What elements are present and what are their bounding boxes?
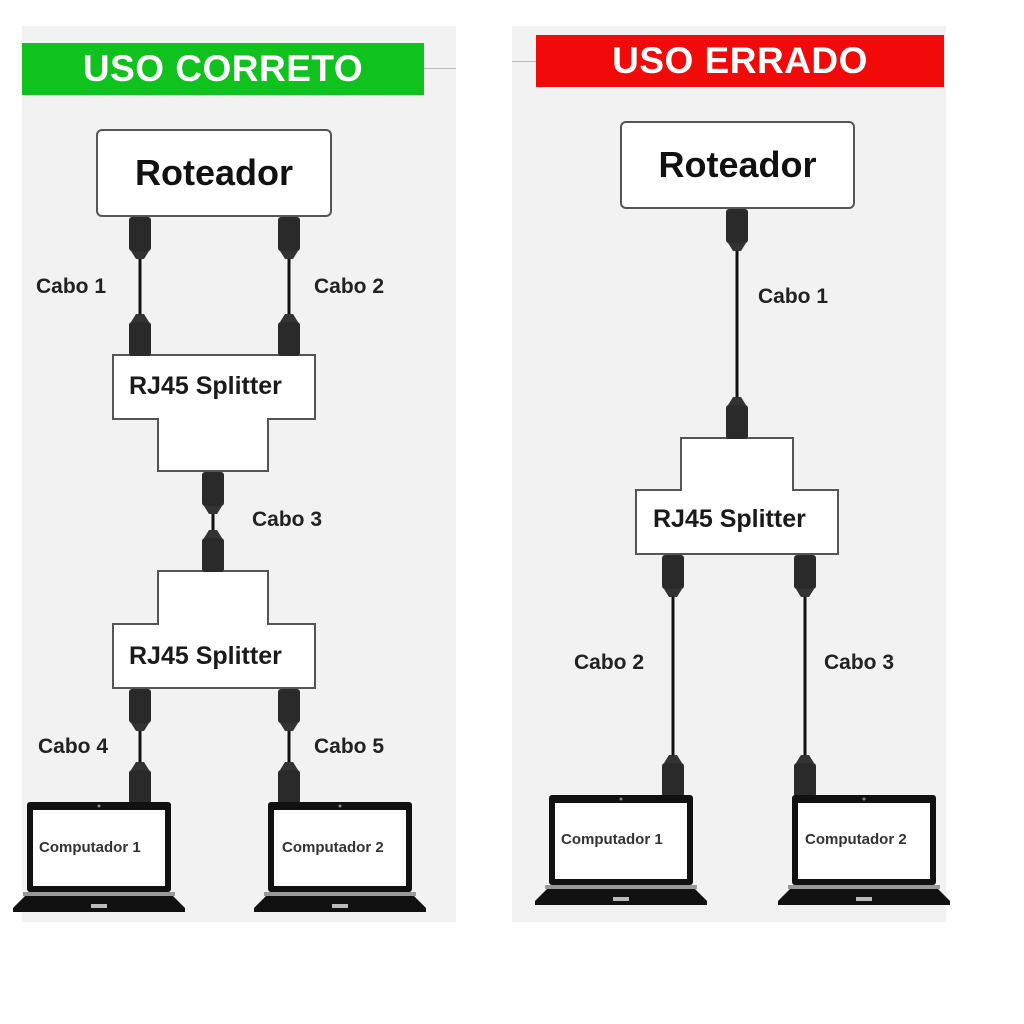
laptop-computer-1 bbox=[535, 795, 707, 905]
plug-boot bbox=[131, 762, 149, 770]
computer-label-1: Computador 1 bbox=[39, 839, 141, 856]
laptop-computer-2 bbox=[254, 802, 426, 912]
laptop-camera-icon bbox=[619, 797, 623, 801]
cable-3 bbox=[202, 472, 224, 572]
rj45-plug bbox=[278, 770, 300, 804]
rj45-plug bbox=[794, 763, 816, 797]
rj45-splitter-top-stem bbox=[157, 418, 269, 472]
laptop-screen bbox=[555, 803, 687, 879]
laptop-screen bbox=[33, 810, 165, 886]
computer-label-2: Computador 2 bbox=[805, 831, 907, 848]
plug-boot bbox=[796, 755, 814, 763]
cable-label-2: Cabo 2 bbox=[314, 275, 385, 298]
wrong-usage-banner: USO ERRADO bbox=[536, 35, 944, 87]
laptop-trackpad bbox=[613, 897, 629, 901]
laptop-screen bbox=[274, 810, 406, 886]
cable-label-4: Cabo 4 bbox=[38, 735, 109, 758]
cable-label-3: Cabo 3 bbox=[824, 651, 895, 674]
rj45-plug bbox=[726, 405, 748, 439]
divider-line bbox=[512, 61, 536, 62]
laptop-hinge bbox=[545, 885, 697, 889]
divider-line bbox=[424, 68, 456, 69]
rj45-plug bbox=[278, 217, 300, 251]
laptop-hinge bbox=[23, 892, 175, 896]
rj45-plug bbox=[202, 538, 224, 572]
splitter-label: RJ45 Splitter bbox=[653, 505, 806, 533]
plug-boot bbox=[280, 314, 298, 322]
laptop-camera-icon bbox=[97, 804, 101, 808]
cable-label-2: Cabo 2 bbox=[574, 651, 645, 674]
laptop-trackpad bbox=[856, 897, 872, 901]
rj45-plug bbox=[129, 689, 151, 723]
cable-1 bbox=[726, 209, 748, 439]
cable-3 bbox=[794, 555, 816, 797]
laptop-screen bbox=[798, 803, 930, 879]
plug-boot bbox=[131, 314, 149, 322]
plug-boot bbox=[280, 723, 298, 731]
rj45-plug bbox=[278, 689, 300, 723]
plug-boot bbox=[664, 755, 682, 763]
cable-4 bbox=[129, 689, 151, 804]
rj45-splitter bbox=[635, 489, 839, 555]
rj45-plug bbox=[662, 555, 684, 589]
router-label: Roteador bbox=[134, 152, 293, 193]
plug-boot bbox=[796, 589, 814, 597]
plug-boot bbox=[131, 251, 149, 259]
plug-boot bbox=[204, 530, 222, 538]
router-box: Roteador bbox=[96, 129, 332, 217]
rj45-splitter-bottom-stem bbox=[157, 570, 269, 626]
rj45-plug bbox=[129, 770, 151, 804]
splitter-top-label: RJ45 Splitter bbox=[129, 372, 282, 400]
rj45-plug bbox=[129, 217, 151, 251]
correct-usage-banner: USO CORRETO bbox=[22, 43, 424, 95]
laptop-hinge bbox=[264, 892, 416, 896]
plug-boot bbox=[728, 397, 746, 405]
computer-label-1: Computador 1 bbox=[561, 831, 663, 848]
laptop-trackpad bbox=[332, 904, 348, 908]
rj45-plug bbox=[129, 322, 151, 356]
rj45-splitter-bottom bbox=[112, 623, 316, 689]
computer-label-2: Computador 2 bbox=[282, 839, 384, 856]
laptop-camera-icon bbox=[862, 797, 866, 801]
cable-2 bbox=[662, 555, 684, 797]
cable-5 bbox=[278, 689, 300, 804]
splitter-bottom-label: RJ45 Splitter bbox=[129, 642, 282, 670]
laptop-computer-1 bbox=[13, 802, 185, 912]
laptop-computer-2 bbox=[778, 795, 950, 905]
cable-label-3: Cabo 3 bbox=[252, 508, 323, 531]
cable-2 bbox=[278, 217, 300, 356]
rj45-plug bbox=[794, 555, 816, 589]
rj45-plug bbox=[662, 763, 684, 797]
plug-boot bbox=[280, 251, 298, 259]
rj45-splitter-stem bbox=[680, 437, 794, 493]
laptop-trackpad bbox=[91, 904, 107, 908]
rj45-plug bbox=[726, 209, 748, 243]
rj45-plug bbox=[278, 322, 300, 356]
laptop-hinge bbox=[788, 885, 940, 889]
plug-boot bbox=[204, 506, 222, 514]
plug-boot bbox=[280, 762, 298, 770]
cable-label-1: Cabo 1 bbox=[36, 275, 107, 298]
plug-boot bbox=[728, 243, 746, 251]
cable-label-1: Cabo 1 bbox=[758, 285, 829, 308]
plug-boot bbox=[664, 589, 682, 597]
router-box: Roteador bbox=[620, 121, 855, 209]
cable-1 bbox=[129, 217, 151, 356]
router-label: Roteador bbox=[658, 144, 817, 185]
rj45-plug bbox=[202, 472, 224, 506]
cable-label-5: Cabo 5 bbox=[314, 735, 385, 758]
laptop-camera-icon bbox=[338, 804, 342, 808]
plug-boot bbox=[131, 723, 149, 731]
